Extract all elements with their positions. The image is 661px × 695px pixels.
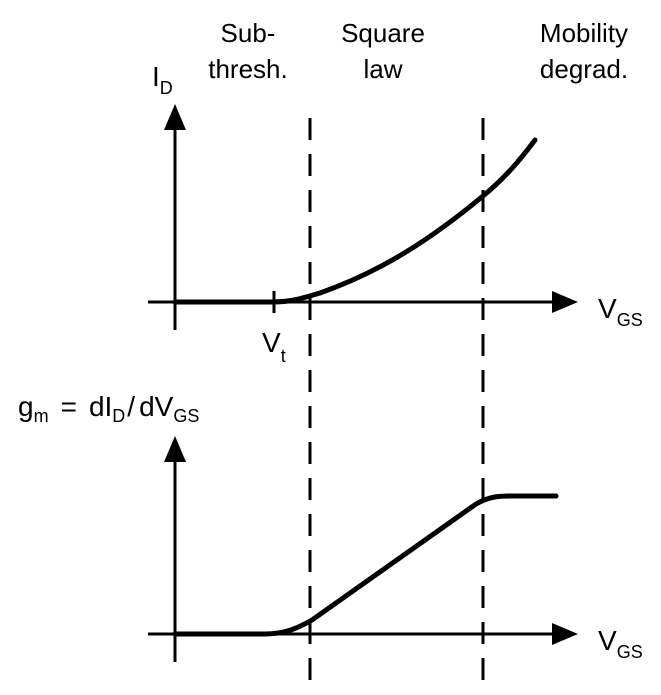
top-y-axis-label: ID (152, 61, 173, 98)
bottom-y-axis-label: gm=dID/dVGS (18, 391, 199, 426)
vt-label: Vt (262, 327, 286, 366)
bottom-x-axis-arrowhead (552, 623, 578, 645)
region-square-law-line2: law (363, 54, 402, 84)
region-mobility-line2: degrad. (540, 54, 628, 84)
bottom-x-axis-label: VGS (598, 625, 643, 662)
top-y-axis-arrowhead (164, 104, 186, 130)
top-x-axis-arrowhead (552, 291, 578, 313)
gm-vs-vgs-curve (172, 493, 559, 637)
region-square-law-line1: Square (341, 18, 425, 48)
top-x-axis-label: VGS (598, 293, 643, 330)
region-subthreshold-line2: thresh. (208, 54, 288, 84)
id-vs-vgs-curve (172, 137, 538, 305)
region-mobility-line1: Mobility (540, 18, 628, 48)
bottom-y-axis-arrowhead (164, 436, 186, 462)
region-subthreshold-line1: Sub- (221, 18, 276, 48)
